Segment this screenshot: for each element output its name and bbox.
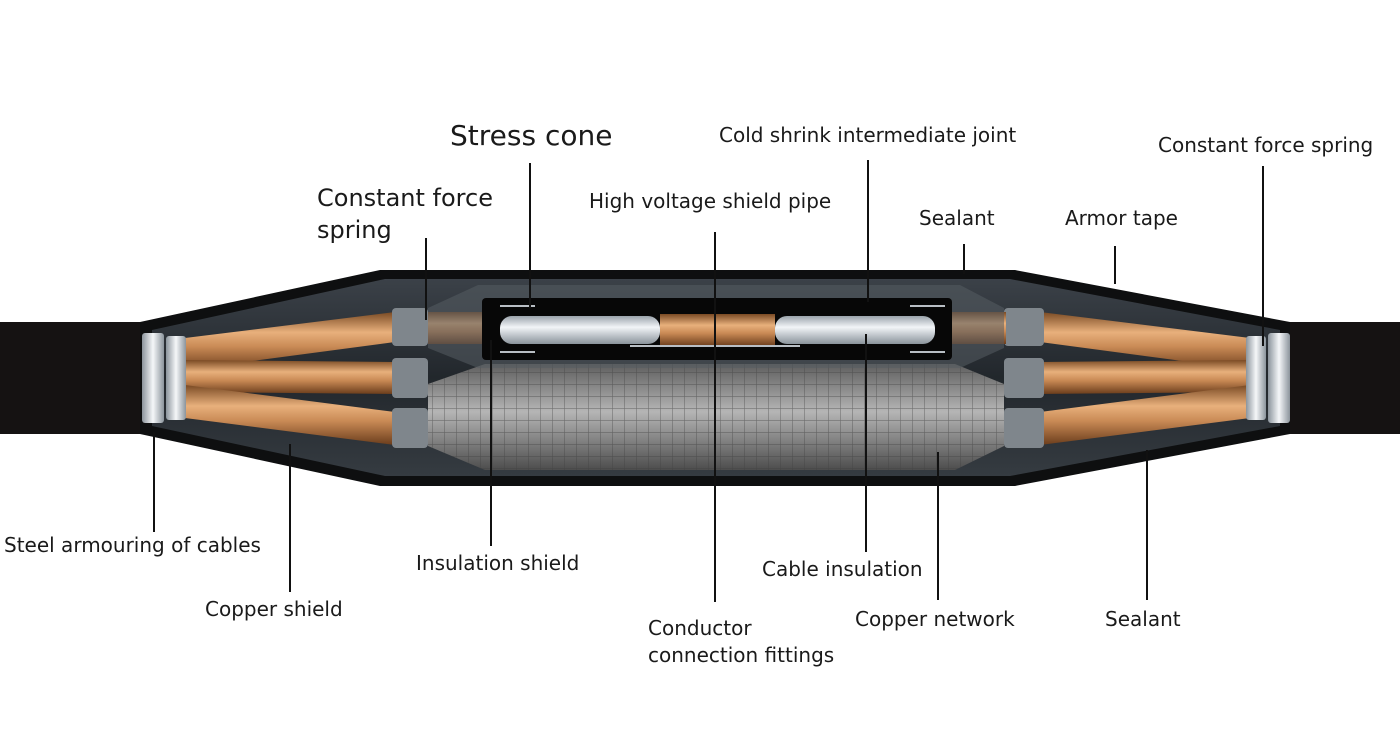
cable-insulation-right — [775, 316, 935, 344]
label-conductor-1: Conductor — [648, 616, 752, 640]
label-constant-force-spring-right: Constant force spring — [1158, 133, 1373, 157]
spring-band-right-top — [1004, 308, 1044, 346]
steel-ring-right — [1246, 336, 1266, 420]
spring-band-left-top — [392, 308, 428, 346]
steel-ring-left-2 — [166, 336, 186, 420]
label-constant-force-spring-left-1: Constant force — [317, 184, 493, 212]
cable-jacket-left — [0, 322, 150, 434]
label-conductor-2: connection fittings — [648, 643, 834, 667]
label-sealant-top: Sealant — [919, 206, 995, 230]
copper-core-right-mid — [1040, 360, 1250, 394]
spring-band-left-mid — [392, 358, 428, 398]
label-steel-armouring: Steel armouring of cables — [4, 533, 261, 557]
spring-band-right-bot — [1004, 408, 1044, 448]
label-insulation-shield: Insulation shield — [416, 551, 579, 575]
label-copper-shield: Copper shield — [205, 597, 343, 621]
label-cable-insulation: Cable insulation — [762, 557, 923, 581]
label-high-voltage-shield-pipe: High voltage shield pipe — [589, 189, 831, 213]
spring-band-right-mid — [1004, 358, 1044, 398]
steel-ring-left — [142, 333, 164, 423]
label-sealant-bottom: Sealant — [1105, 607, 1181, 631]
steel-ring-right-2 — [1268, 333, 1290, 423]
copper-core-left-mid — [185, 360, 395, 394]
label-copper-network: Copper network — [855, 607, 1015, 631]
label-stress-cone: Stress cone — [450, 119, 612, 152]
cable-jacket-right — [1285, 322, 1400, 434]
label-armor-tape: Armor tape — [1065, 206, 1178, 230]
spring-band-left-bot — [392, 408, 428, 448]
conductor-connection-fitting — [660, 314, 775, 346]
label-cold-shrink-joint: Cold shrink intermediate joint — [719, 123, 1016, 147]
label-constant-force-spring-left-2: spring — [317, 216, 392, 244]
cable-insulation-left — [500, 316, 660, 344]
